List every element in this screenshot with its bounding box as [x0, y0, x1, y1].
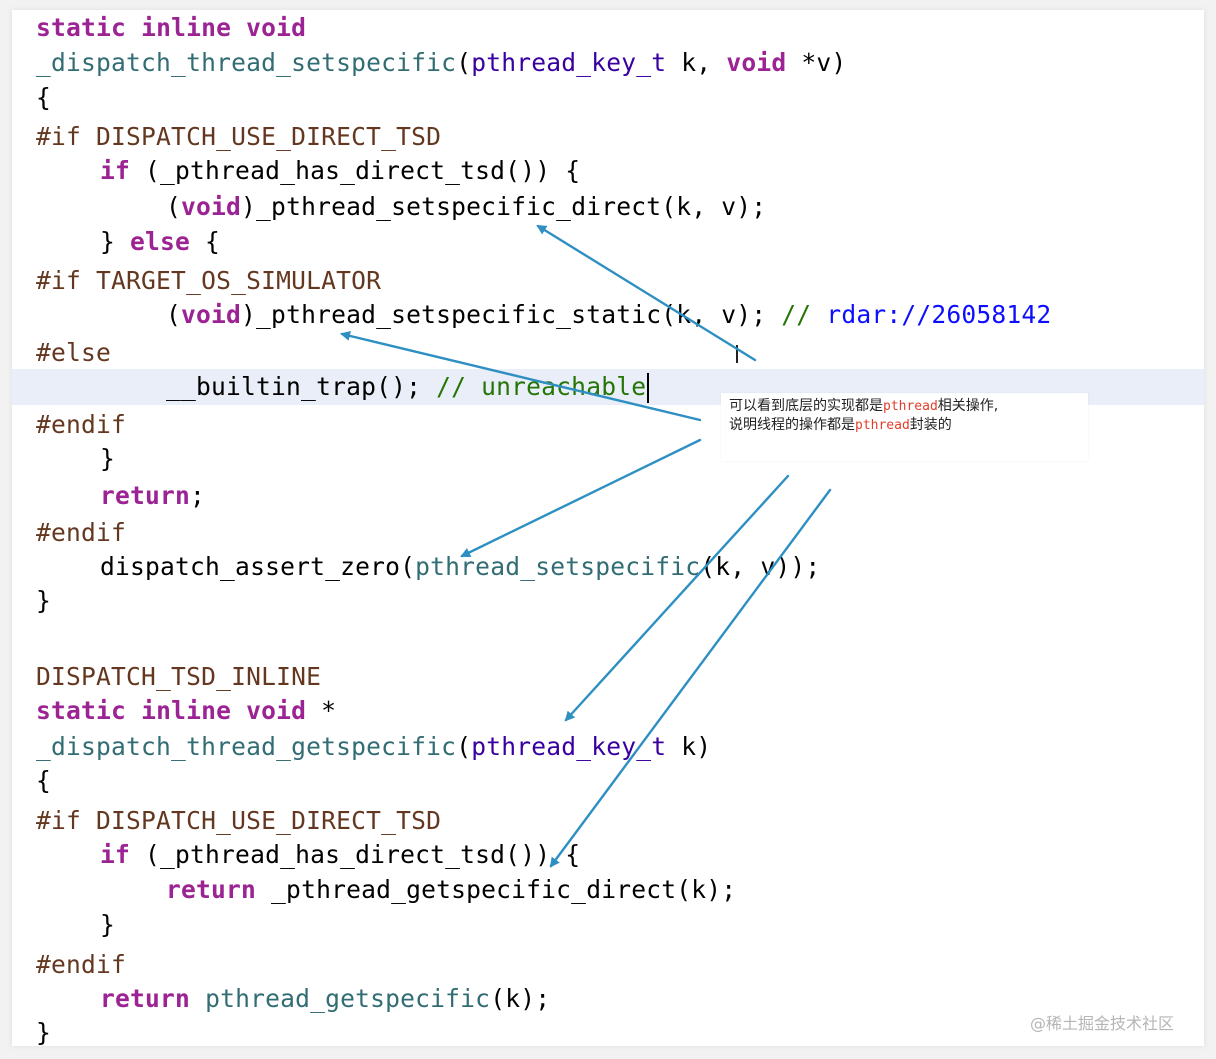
- code-line-22: #if DISPATCH_USE_DIRECT_TSD: [36, 806, 442, 835]
- code-line-19: static inline void *: [12, 693, 1204, 729]
- code-text: *: [306, 696, 337, 725]
- note-code: pthread: [855, 418, 910, 433]
- code-line-20: _dispatch_thread_getspecific(pthread_key…: [12, 729, 1204, 765]
- code-text: _pthread_getspecific_direct(k);: [256, 875, 737, 904]
- code-text: )_pthread_setspecific_direct(k, v);: [241, 192, 767, 221]
- keyword: if: [100, 840, 131, 869]
- code-text: )_pthread_setspecific_static(k, v);: [241, 300, 782, 329]
- code-editor[interactable]: static inline void _dispatch_thread_sets…: [12, 10, 1204, 1046]
- code-line-17: }: [36, 586, 52, 615]
- note-line-2: 说明线程的操作都是pthread封装的: [729, 416, 1080, 435]
- code-line-9: (void)_pthread_setspecific_static(k, v);…: [12, 297, 1204, 333]
- code-line-7: } else {: [12, 224, 1204, 260]
- code-text: }: [100, 227, 131, 256]
- keyword: return: [100, 984, 191, 1013]
- code-text: k,: [666, 48, 727, 77]
- code-text: ;: [190, 481, 206, 510]
- keyword: void: [181, 300, 242, 329]
- keyword: return: [166, 875, 257, 904]
- note-text: 封装的: [909, 417, 952, 433]
- keyword: void: [726, 48, 787, 77]
- code-line-15: #endif: [36, 518, 127, 547]
- keyword: if: [100, 156, 131, 185]
- code-text: (_pthread_has_direct_tsd()) {: [130, 840, 581, 869]
- watermark: @稀土掘金技术社区: [1030, 1014, 1175, 1033]
- code-line-4: #if DISPATCH_USE_DIRECT_TSD: [36, 122, 442, 151]
- code-text: (_pthread_has_direct_tsd()) {: [130, 156, 581, 185]
- code-text: {: [190, 227, 221, 256]
- code-line-6: (void)_pthread_setspecific_direct(k, v);: [12, 189, 1204, 225]
- function-call: pthread_setspecific: [415, 552, 701, 581]
- code-line-12: #endif: [36, 410, 127, 439]
- comment: //: [781, 300, 827, 329]
- code-line-21: {: [36, 766, 52, 795]
- function-call: pthread_getspecific: [205, 984, 491, 1013]
- code-line-14: return;: [12, 478, 1204, 514]
- keyword: inline: [141, 696, 232, 725]
- text-cursor-icon: [736, 345, 738, 363]
- keyword: else: [130, 227, 191, 256]
- code-line-23: if (_pthread_has_direct_tsd()) {: [12, 837, 1204, 873]
- code-line-10: #else: [36, 338, 112, 367]
- code-line-26: #endif: [36, 950, 127, 979]
- keyword: void: [181, 192, 242, 221]
- code-line-25: }: [100, 910, 116, 939]
- function-name: _dispatch_thread_getspecific: [36, 732, 457, 761]
- code-line-16: dispatch_assert_zero(pthread_setspecific…: [12, 549, 1204, 585]
- code-text: *v): [786, 48, 847, 77]
- keyword: static: [36, 13, 127, 42]
- annotation-note: 可以看到底层的实现都是pthread相关操作, 说明线程的操作都是pthread…: [721, 393, 1088, 461]
- punct: (: [456, 732, 472, 761]
- note-text: 可以看到底层的实现都是: [729, 398, 883, 414]
- code-line-27: return pthread_getspecific(k);: [12, 981, 1204, 1017]
- code-text: k): [666, 732, 712, 761]
- code-line-1: static inline void: [12, 10, 1204, 46]
- code-line-8: #if TARGET_OS_SIMULATOR: [36, 266, 382, 295]
- code-line-24: return _pthread_getspecific_direct(k);: [12, 872, 1204, 908]
- type-name: pthread_key_t: [471, 732, 667, 761]
- code-line-3: {: [36, 83, 52, 112]
- punct: (: [166, 300, 182, 329]
- keyword: void: [246, 696, 307, 725]
- keyword: void: [246, 13, 307, 42]
- type-name: pthread_key_t: [471, 48, 667, 77]
- note-line-1: 可以看到底层的实现都是pthread相关操作,: [729, 397, 1080, 416]
- keyword: inline: [141, 13, 232, 42]
- punct: (: [456, 48, 472, 77]
- comment: // unreachable: [436, 372, 647, 401]
- keyword: return: [100, 481, 191, 510]
- keyword: static: [36, 696, 127, 725]
- note-text: 相关操作,: [937, 398, 999, 414]
- note-code: pthread: [883, 399, 938, 414]
- code-line-2: _dispatch_thread_setspecific(pthread_key…: [12, 45, 1204, 81]
- function-name: dispatch_assert_zero: [100, 552, 401, 581]
- text-caret: [647, 373, 650, 403]
- code-line-5: if (_pthread_has_direct_tsd()) {: [12, 153, 1204, 189]
- code-text: (k, v));: [700, 552, 821, 581]
- punct: (: [400, 552, 416, 581]
- code-line-13: }: [100, 444, 116, 473]
- code-line-28: }: [36, 1018, 52, 1046]
- function-name: _dispatch_thread_setspecific: [36, 48, 457, 77]
- code-line-18: DISPATCH_TSD_INLINE: [36, 662, 322, 691]
- comment-link[interactable]: rdar://26058142: [826, 300, 1052, 329]
- code-text: __builtin_trap();: [166, 372, 437, 401]
- note-text: 说明线程的操作都是: [729, 417, 855, 433]
- code-text: (k);: [490, 984, 551, 1013]
- punct: (: [166, 192, 182, 221]
